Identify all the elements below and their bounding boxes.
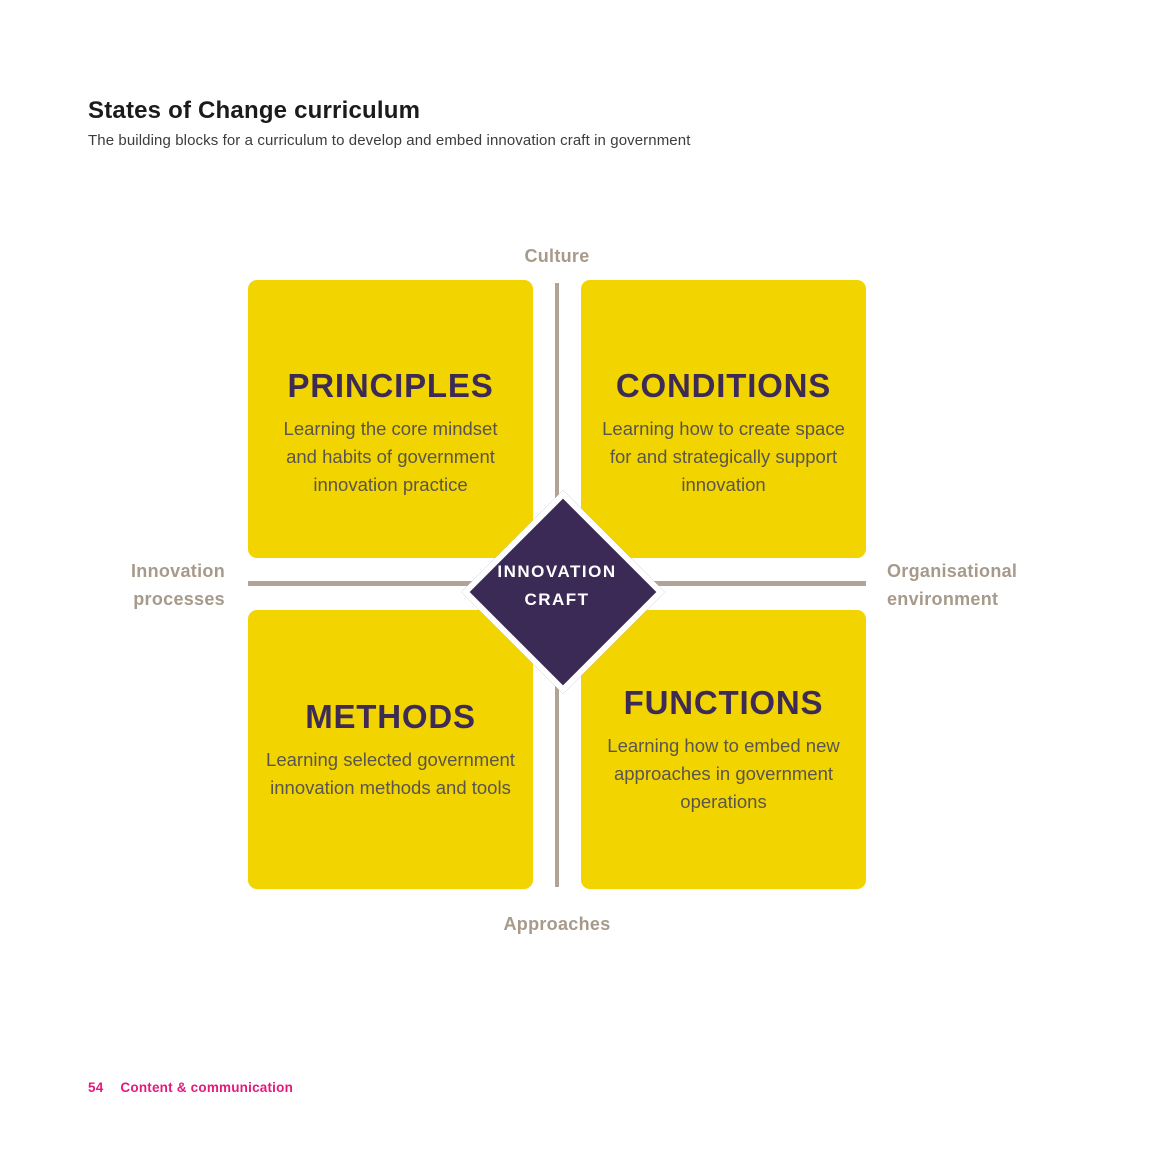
quadrant-functions: FUNCTIONS Learning how to embed new appr… xyxy=(581,610,866,889)
quadrant-title: CONDITIONS xyxy=(615,367,832,404)
quadrant-description: Learning how to create space for and str… xyxy=(602,418,845,495)
quadrant-methods: METHODS Learning selected government inn… xyxy=(248,610,533,889)
axis-label-culture: Culture xyxy=(524,246,590,266)
quadrant-title: FUNCTIONS xyxy=(623,683,824,721)
quadrant-description: Learning the core mindset and habits of … xyxy=(283,418,498,495)
axis-right-line1: Organisational xyxy=(887,561,1018,581)
axis-left-line1: Innovation xyxy=(131,561,225,581)
quadrant-title: PRINCIPLES xyxy=(287,367,494,404)
axis-label-innovation-processes: Innovation processes xyxy=(131,557,225,613)
footer-page-number: 54 xyxy=(88,1080,104,1095)
quadrant-description: Learning selected government innovation … xyxy=(266,748,515,798)
innovation-craft-label: INNOVATION CRAFT xyxy=(497,558,616,614)
diamond-label-line1: INNOVATION xyxy=(497,562,617,581)
page-subtitle: The building blocks for a curriculum to … xyxy=(88,132,691,149)
page-footer: 54 Content & communication xyxy=(88,1080,293,1095)
axis-label-organisational-environment: Organisational environment xyxy=(887,557,1017,613)
page-title: States of Change curriculum xyxy=(88,97,421,124)
quadrant-description: Learning how to embed new approaches in … xyxy=(607,734,840,812)
footer-section-label: Content & communication xyxy=(120,1080,294,1095)
quadrant-title: METHODS xyxy=(305,697,476,735)
axis-label-approaches: Approaches xyxy=(503,914,611,934)
quadrant-conditions: CONDITIONS Learning how to create space … xyxy=(581,280,866,558)
axis-left-line2: processes xyxy=(133,589,225,609)
quadrant-principles: PRINCIPLES Learning the core mindset and… xyxy=(248,280,533,558)
axis-right-line2: environment xyxy=(887,589,999,609)
diamond-label-line2: CRAFT xyxy=(524,590,590,609)
